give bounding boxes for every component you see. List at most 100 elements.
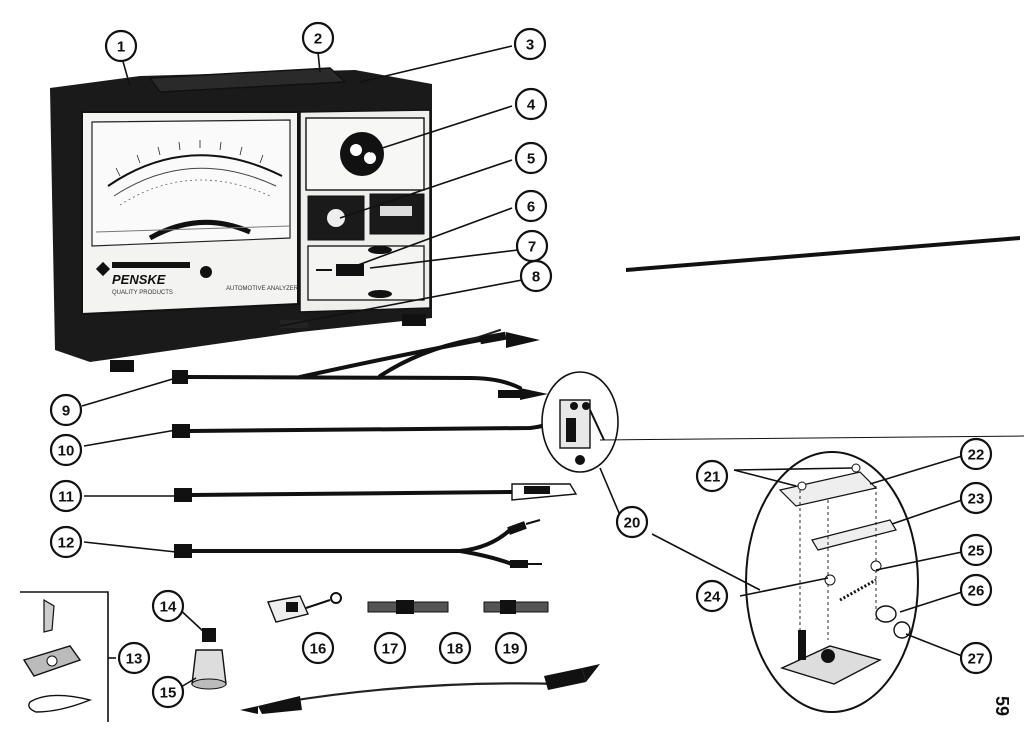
callout-22: 22 (959, 437, 993, 471)
callout-number: 17 (382, 641, 399, 658)
callout-number: 13 (126, 651, 143, 668)
cable-10-clamp (172, 371, 619, 473)
callout-1: 1 (104, 29, 138, 63)
callout-6: 6 (514, 189, 548, 223)
callout-11: 11 (49, 479, 83, 513)
callout-number: 2 (314, 31, 322, 48)
callout-26: 26 (959, 573, 993, 607)
model-text: AUTOMOTIVE ANALYZER (226, 286, 299, 292)
brand-subtitle: QUALITY PRODUCTS (112, 290, 173, 296)
callout-18: 18 (438, 631, 472, 665)
scan-mark (626, 236, 1020, 272)
hardware-kit-13 (20, 591, 109, 722)
cable-9-battery-clips (172, 328, 548, 400)
callout-number: 5 (527, 151, 535, 168)
callout-3: 3 (513, 27, 547, 61)
callout-14: 14 (151, 589, 185, 623)
callout-circle (438, 631, 472, 665)
callout-circle (151, 589, 185, 623)
callout-number: 27 (968, 651, 985, 668)
callout-7: 7 (515, 229, 549, 263)
callout-number: 23 (968, 491, 985, 508)
callout-circle (695, 459, 729, 493)
callout-circle (373, 631, 407, 665)
test-lead-18 (240, 664, 600, 714)
callout-circle (959, 533, 993, 567)
callout-number: 14 (160, 599, 177, 616)
callout-number: 8 (532, 269, 540, 286)
brand-logo-text: PENSKE (112, 272, 166, 287)
callout-circle (695, 579, 729, 613)
callout-circle (49, 393, 83, 427)
callout-number: 7 (528, 239, 536, 256)
callout-19: 19 (494, 631, 528, 665)
callout-circle (104, 29, 138, 63)
callout-number: 12 (58, 535, 75, 552)
callout-number: 10 (58, 443, 75, 460)
scan-line (599, 435, 1024, 441)
callout-number: 22 (968, 447, 985, 464)
callout-27: 27 (959, 641, 993, 675)
callout-circle (151, 675, 185, 709)
callout-15: 15 (151, 675, 185, 709)
callout-circle (301, 21, 335, 55)
callout-10: 10 (49, 433, 83, 467)
callout-circle (49, 479, 83, 513)
callout-circle (49, 525, 83, 559)
callout-number: 21 (704, 469, 721, 486)
part-17 (367, 600, 449, 614)
callout-circle (959, 641, 993, 675)
cable-11-probe (174, 483, 578, 502)
callout-5: 5 (514, 141, 548, 175)
callout-number: 20 (624, 515, 641, 532)
callout-circle (117, 641, 151, 675)
callout-16: 16 (301, 631, 335, 665)
callout-circle (959, 437, 993, 471)
part-16 (267, 592, 342, 623)
callout-circle (959, 573, 993, 607)
callout-number: 9 (62, 403, 70, 420)
callout-number: 25 (968, 543, 985, 560)
part-19 (483, 600, 549, 614)
callout-17: 17 (373, 631, 407, 665)
callout-number: 1 (117, 39, 125, 56)
callout-circle (514, 141, 548, 175)
subassembly-detail (745, 451, 919, 713)
callout-number: 4 (527, 97, 536, 114)
callout-13: 13 (117, 641, 151, 675)
callout-circle (959, 481, 993, 515)
callout-circle (519, 259, 553, 293)
callout-circle (49, 433, 83, 467)
callout-number: 19 (503, 641, 520, 658)
callout-number: 24 (704, 589, 721, 606)
callout-circle (301, 631, 335, 665)
page-number: 59 (992, 696, 1012, 716)
callout-number: 3 (526, 37, 534, 54)
callout-21: 21 (695, 459, 729, 493)
analyzer-unit: PENSKE QUALITY PRODUCTS AUTOMOTIVE ANALY… (50, 67, 432, 372)
callout-number: 26 (968, 583, 985, 600)
cable-12-dual-leads (174, 519, 542, 568)
leader-lines (81, 45, 963, 691)
boot-14-15 (191, 628, 227, 690)
callout-12: 12 (49, 525, 83, 559)
callout-number: 15 (160, 685, 177, 702)
callout-24: 24 (695, 579, 729, 613)
callout-number: 11 (58, 489, 74, 506)
callout-number: 16 (310, 641, 327, 658)
callout-circle (514, 189, 548, 223)
callout-2: 2 (301, 21, 335, 55)
callout-8: 8 (519, 259, 553, 293)
callout-circle (494, 631, 528, 665)
callout-9: 9 (49, 393, 83, 427)
callout-4: 4 (514, 87, 548, 121)
callout-circle (514, 87, 548, 121)
callout-circle (513, 27, 547, 61)
callout-25: 25 (959, 533, 993, 567)
callout-number: 6 (527, 199, 535, 216)
callout-20: 20 (615, 505, 649, 539)
callout-23: 23 (959, 481, 993, 515)
callout-number: 18 (447, 641, 464, 658)
